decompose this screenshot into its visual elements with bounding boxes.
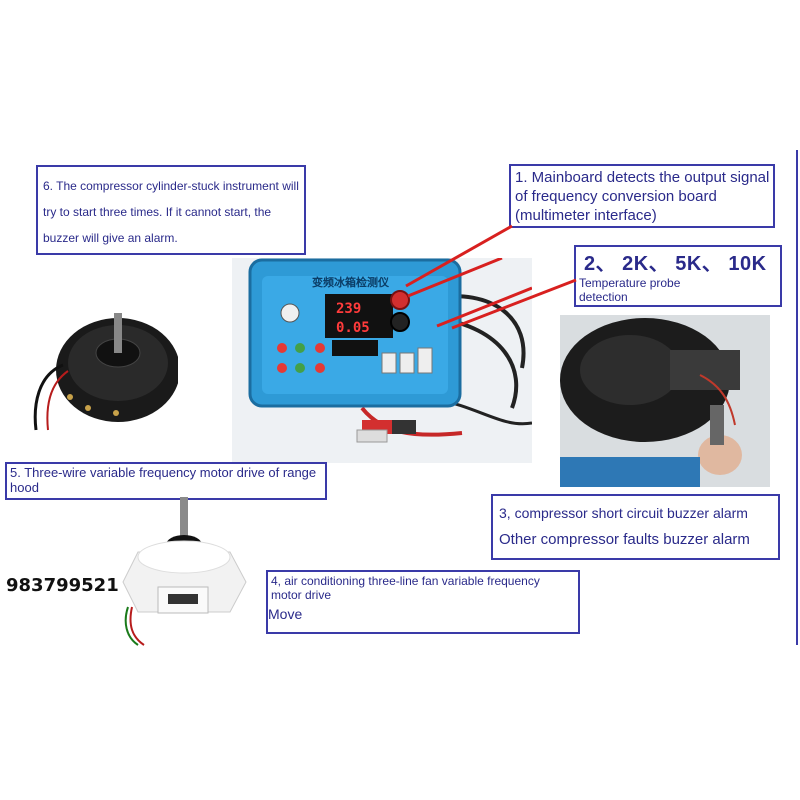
display-voltage: 239 xyxy=(336,301,361,317)
callout-5-text: 5. Three-wire variable frequency motor d… xyxy=(10,465,317,495)
callout-2-values: 2、 2K、 5K、 10K xyxy=(584,253,767,275)
callout-2-box xyxy=(574,245,782,307)
callout-4-box xyxy=(266,570,580,634)
callout-1-text: 1. Mainboard detects the output signal o… xyxy=(515,169,770,224)
ac-fan-motor-photo xyxy=(122,497,247,646)
callout-1-box xyxy=(509,164,775,228)
callout-3-line2: Other compressor faults buzzer alarm xyxy=(499,531,750,548)
callout-6-box xyxy=(36,165,306,255)
callout-4-line1: 4, air conditioning three-line fan varia… xyxy=(271,574,540,602)
callout-arrows xyxy=(405,224,577,330)
watermark-number: 983799521 xyxy=(6,575,119,596)
display-current: 0.05 xyxy=(336,320,370,336)
range-hood-motor-photo xyxy=(33,313,178,431)
callout-3-box xyxy=(491,494,780,560)
right-edge-divider xyxy=(796,150,798,645)
compressor-photo xyxy=(560,315,770,487)
callout-2-label: Temperature probe detection xyxy=(579,276,681,304)
callout-6-text: 6. The compressor cylinder-stuck instrum… xyxy=(43,179,299,245)
callout-3-line1: 3, compressor short circuit buzzer alarm xyxy=(499,505,748,521)
callout-4-line2: Move xyxy=(268,606,303,622)
callout-5-box xyxy=(5,462,327,500)
tester-device-photo: 变频冰箱检测仪 239 0.05 xyxy=(232,258,532,463)
tester-title: 变频冰箱检测仪 xyxy=(312,275,390,289)
